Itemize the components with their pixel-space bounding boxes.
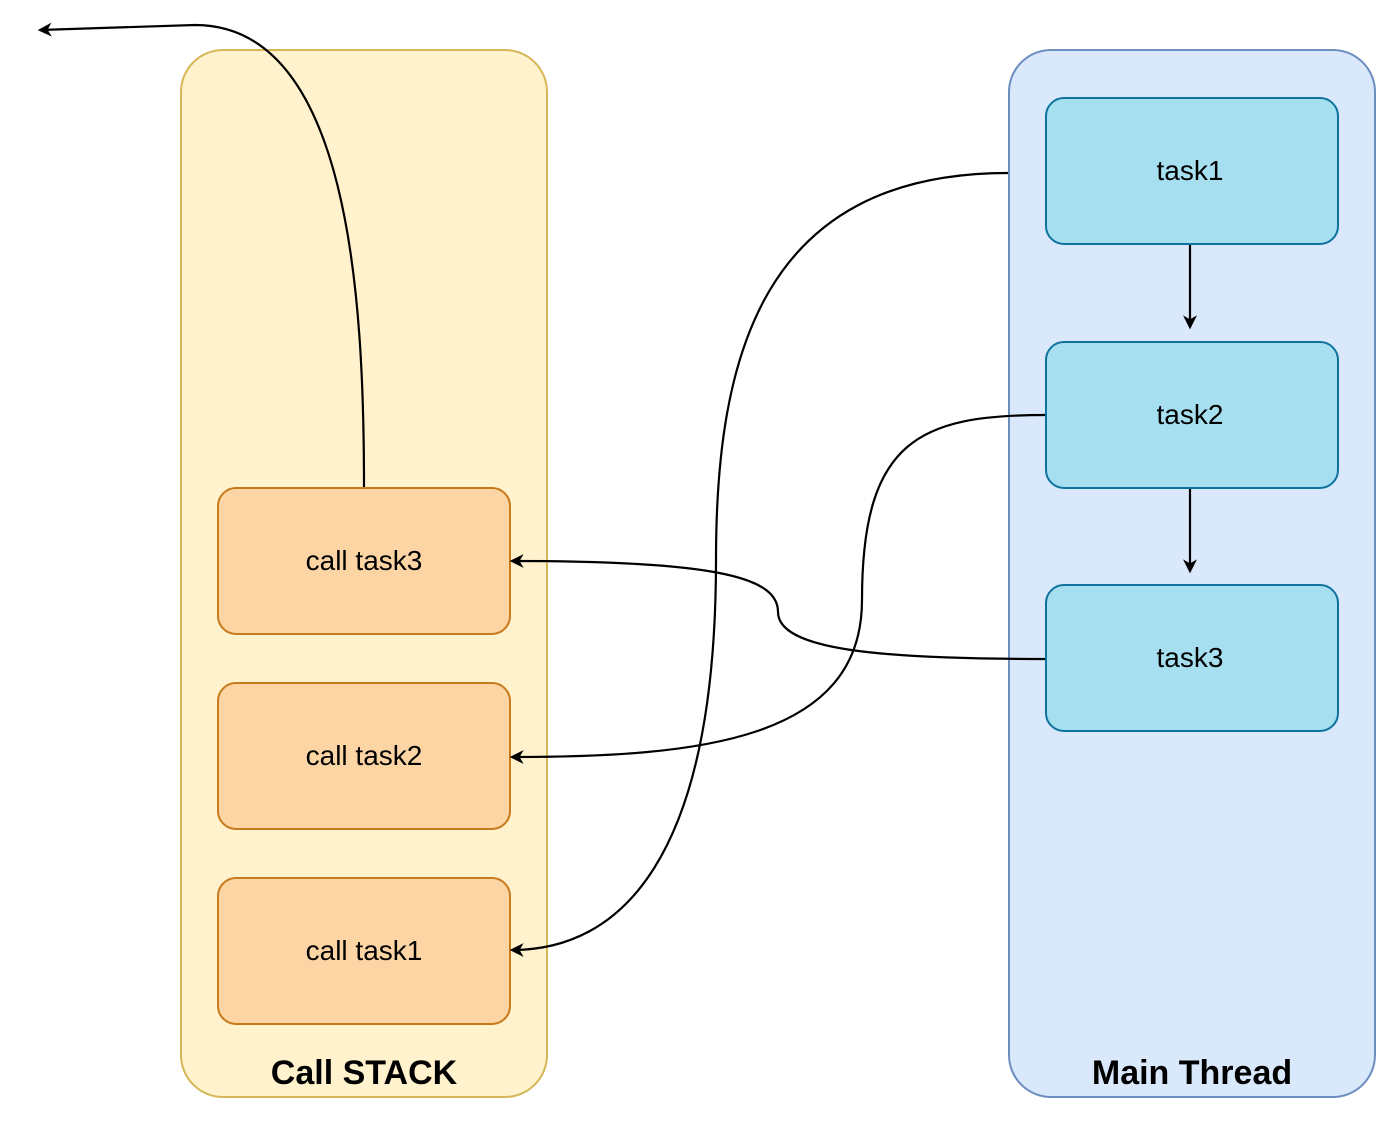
- edge-task1-to-call-task1: [509, 171, 1009, 957]
- task-node-task3[interactable]: task3: [1045, 584, 1339, 732]
- task-label: task2: [1157, 399, 1224, 430]
- task-node-task1[interactable]: task1: [1045, 97, 1339, 245]
- edge-call-task3-exit: [37, 22, 366, 488]
- main-thread-lane-bg: [1008, 49, 1376, 1098]
- edge-task3-to-call-task3: [509, 554, 1046, 661]
- task-box[interactable]: [1045, 341, 1339, 489]
- main-thread-lane: Main Thread: [1008, 49, 1376, 1098]
- task-node-task2[interactable]: task2: [1045, 341, 1339, 489]
- stack-item-call-task1[interactable]: call task1: [217, 877, 511, 1025]
- stack-item-label: call task2: [306, 740, 423, 771]
- stack-item-label: call task3: [306, 545, 423, 576]
- call-stack-title: Call STACK: [271, 1054, 458, 1092]
- task-box[interactable]: [1045, 584, 1339, 732]
- stack-item-call-task2[interactable]: call task2: [217, 682, 511, 830]
- edge-task2-to-call-task2: [509, 413, 1046, 764]
- task-label: task3: [1157, 642, 1224, 673]
- stack-item-call-task3[interactable]: call task3: [217, 487, 511, 635]
- task-label: task1: [1157, 155, 1224, 186]
- task-box[interactable]: [1045, 97, 1339, 245]
- main-thread-title: Main Thread: [1092, 1054, 1292, 1092]
- stack-item-label: call task1: [306, 935, 423, 966]
- edges: [37, 22, 1197, 957]
